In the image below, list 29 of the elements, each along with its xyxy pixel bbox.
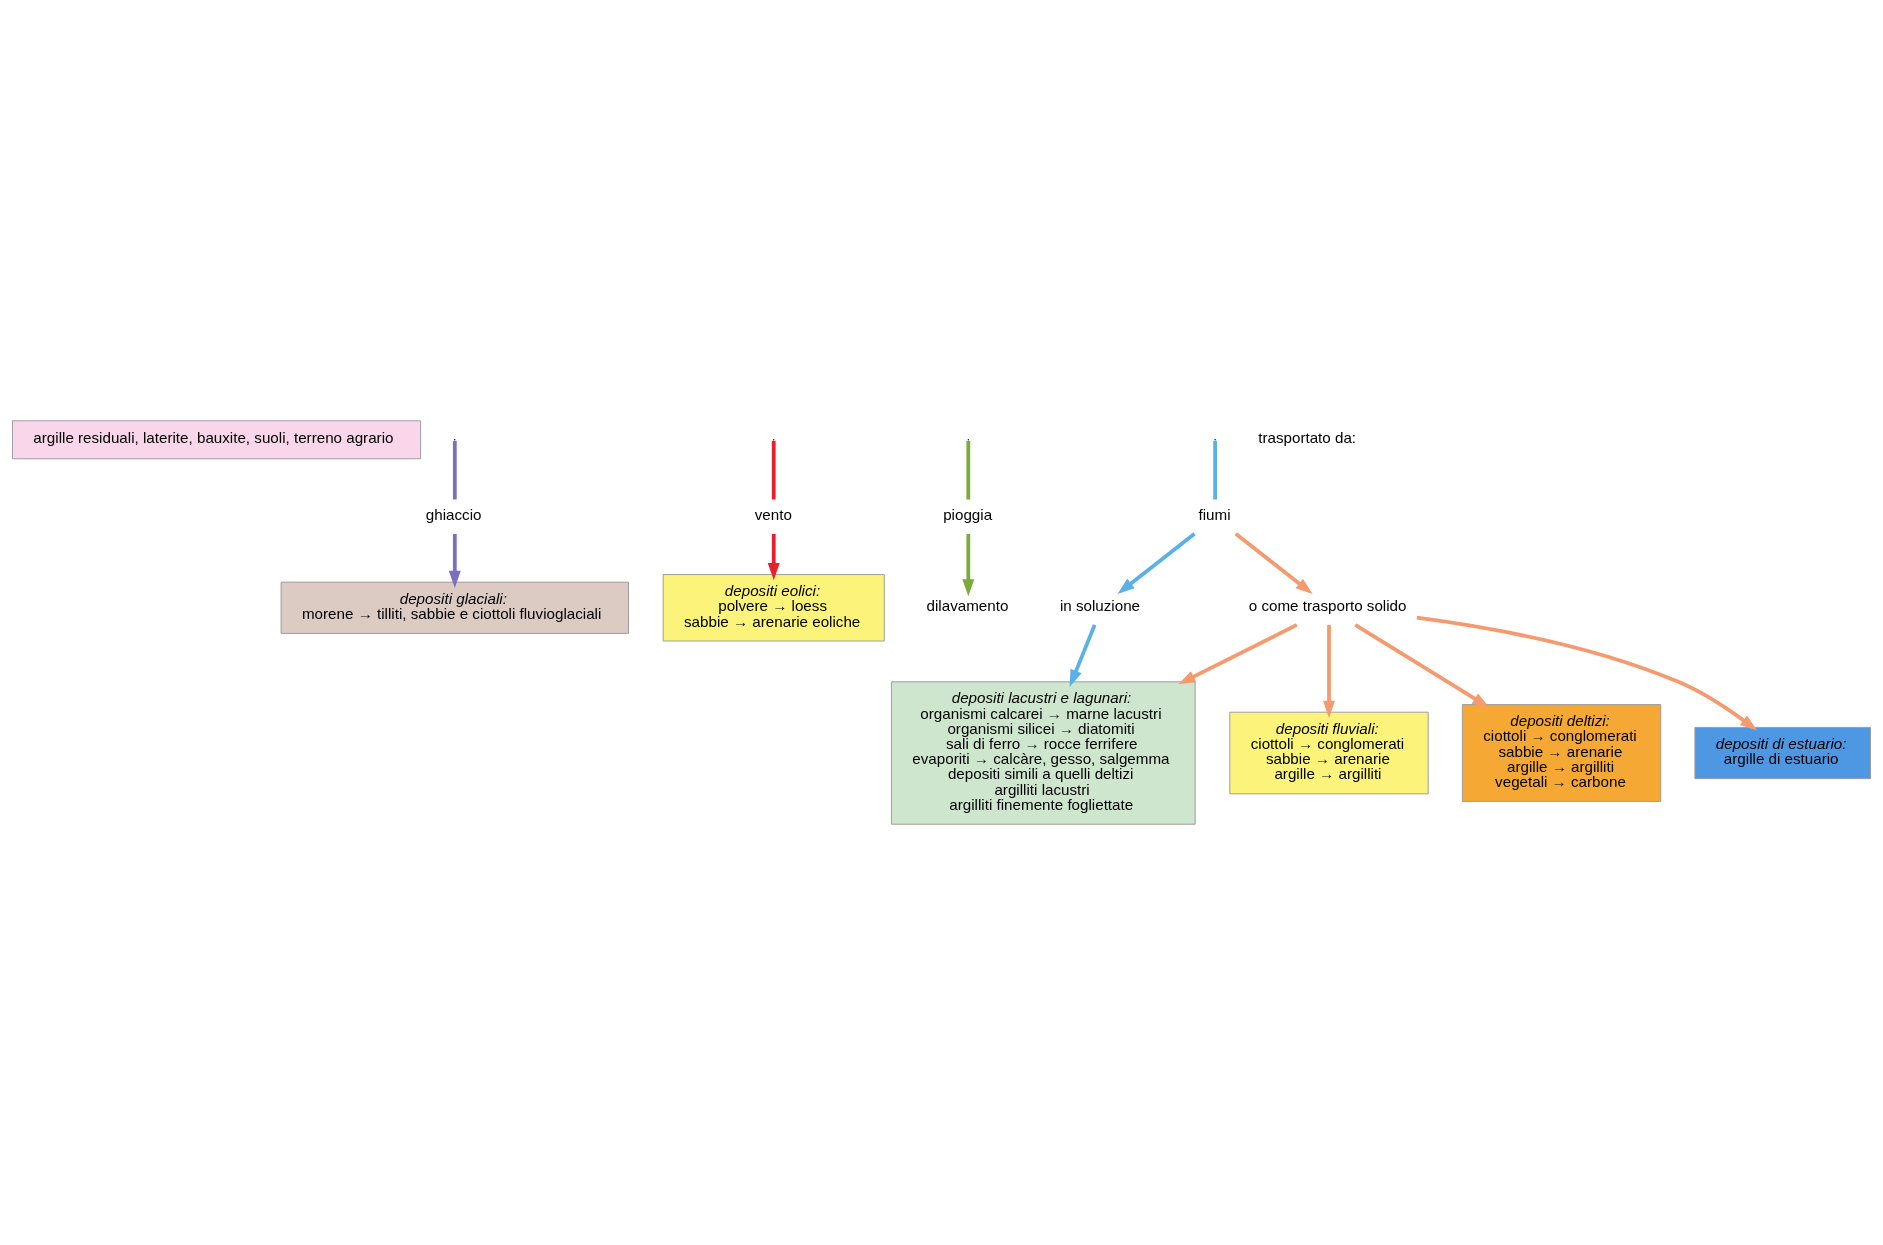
node-text: pioggia (943, 506, 993, 524)
connector (966, 440, 971, 500)
arrow (1323, 624, 1335, 718)
node-box: depositi eolici: polvere → loess sabbie → arenarie eoliche (662, 574, 885, 642)
node-box: depositi deltizi: ciottoli → conglomerati sabbie → arenarie argille → argilliti vegetali → carbone (1461, 704, 1662, 802)
node-text: dilavamento (926, 597, 1009, 615)
connector (1213, 440, 1217, 500)
node-text: fiumi (1198, 506, 1231, 524)
node-text: in soluzione (1059, 597, 1141, 615)
connector (452, 440, 457, 500)
node-box: depositi di estuario: argille di estuario (1694, 726, 1871, 780)
node-text: vento (754, 506, 792, 524)
node-box: depositi fluviali: ciottoli → conglomerati sabbie → arenarie argille → argilliti (1229, 711, 1429, 795)
arrow (962, 534, 975, 597)
arrow (767, 534, 780, 581)
node-box: argille residuali, laterite, bauxite, suoli, terreno agrario (12, 420, 422, 460)
arrow (1117, 532, 1196, 595)
node-box: depositi glaciali: morene → tilliti, sabbie e ciottoli fluvioglaciali (280, 581, 629, 634)
arrow (448, 534, 461, 588)
arrow (1354, 623, 1490, 708)
arrow (1234, 532, 1313, 595)
label: trasportato da: (1258, 429, 1357, 447)
node-text: o come trasporto solido (1248, 597, 1407, 615)
arrow (1178, 623, 1298, 685)
node-text: ghiaccio (425, 506, 482, 524)
arrow (1069, 624, 1097, 687)
node-box: depositi lacustri e lagunari: organismi calcarei → marne lacustri organismi silicei → diatomiti sali di ferro → rocce ferrifere evaporiti → calcàre, gesso, salgemma depositi simili a quelli deltizi argilliti lacustri argilliti finemente fogliettate (890, 681, 1196, 825)
arrow (1416, 615, 1758, 731)
connector (771, 440, 776, 500)
